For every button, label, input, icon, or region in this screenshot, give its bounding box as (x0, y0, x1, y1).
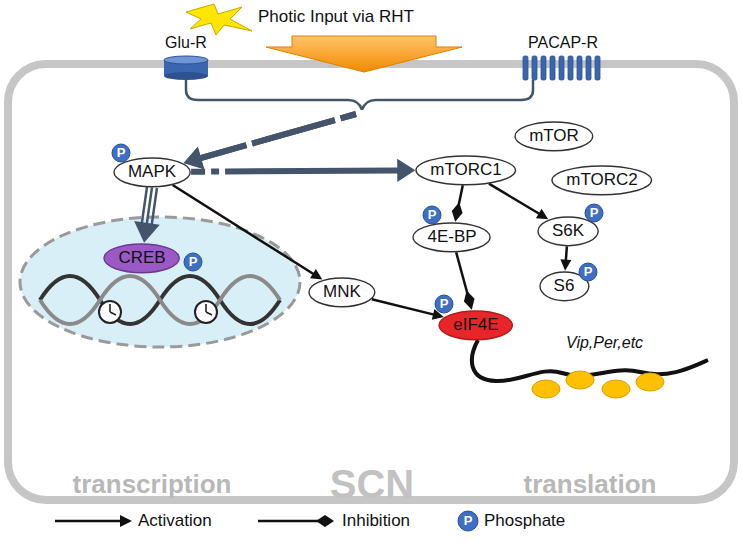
gene-label: Vip,Per,etc (566, 334, 643, 352)
phosphate-mark: P (111, 143, 131, 163)
phosphate-mark: P (434, 294, 454, 314)
node-text: Glu-R (162, 34, 210, 52)
legend-phosphate-sample (458, 511, 478, 531)
node-text: MNK (323, 283, 361, 302)
legend-text: Inhibition (342, 512, 410, 531)
node-text: PACAP-R (521, 34, 605, 52)
connector (184, 80, 362, 169)
node-text: P (590, 206, 599, 220)
complex-node: mTOR (514, 121, 594, 152)
input-caption: Photic Input via RHT (258, 8, 414, 27)
clock-icon (195, 301, 217, 323)
legend-text: Activation (138, 512, 212, 531)
node-text: mTOR (529, 127, 579, 146)
node-text: S6K (552, 222, 584, 241)
process-label: translation (524, 470, 657, 499)
connector (560, 246, 571, 270)
protein-node: 4E-BP (412, 222, 491, 253)
node-text: mTORC2 (566, 171, 637, 190)
ribosome (532, 371, 664, 398)
node-text: mTORC1 (430, 161, 501, 180)
kinase-node: MNK (308, 277, 376, 308)
region-label: SCN (330, 462, 414, 506)
node-text: S6 (554, 277, 575, 296)
node-text: P (117, 146, 126, 160)
connector (452, 185, 463, 221)
connector (456, 252, 474, 310)
transcription-factor: CREB (103, 243, 180, 274)
chromatin-strand (40, 276, 280, 324)
cell-outline (8, 64, 734, 500)
complex-node: mTORC2 (551, 165, 652, 196)
phosphate-mark: P (183, 252, 203, 272)
node-text: CREB (118, 249, 165, 268)
phosphate-mark: P (422, 205, 442, 225)
receptor-glu: Glu-R (162, 34, 210, 80)
phosphate-symbol: P (464, 514, 473, 528)
clock-icon (99, 301, 121, 323)
complex-node: mTORC1 (415, 155, 516, 186)
phosphate-mark: P (578, 262, 598, 282)
node-text: 4E-BP (427, 228, 476, 247)
phosphate-mark: P (584, 203, 604, 223)
initiation-factor: eIF4E (438, 310, 513, 341)
connector (489, 184, 548, 220)
node-text: P (440, 297, 449, 311)
receptor-pacap: PACAP-R (521, 34, 605, 80)
legend-text: Phosphate (484, 512, 565, 531)
node-text: P (428, 208, 437, 222)
lightning-bolt (186, 4, 252, 35)
photic-arrow (266, 36, 462, 72)
node-text: eIF4E (453, 316, 498, 335)
nucleus (20, 217, 300, 347)
node-text: P (584, 265, 593, 279)
connector (372, 299, 444, 319)
connector (191, 159, 415, 182)
connector (134, 187, 160, 243)
process-label: transcription (73, 470, 232, 499)
node-text: P (189, 255, 198, 269)
legend-activation-sample (55, 515, 132, 527)
node-text: MAPK (128, 163, 176, 182)
legend-inhibition-sample (258, 515, 334, 527)
connector (173, 185, 323, 279)
chromatin-strand (40, 276, 280, 324)
